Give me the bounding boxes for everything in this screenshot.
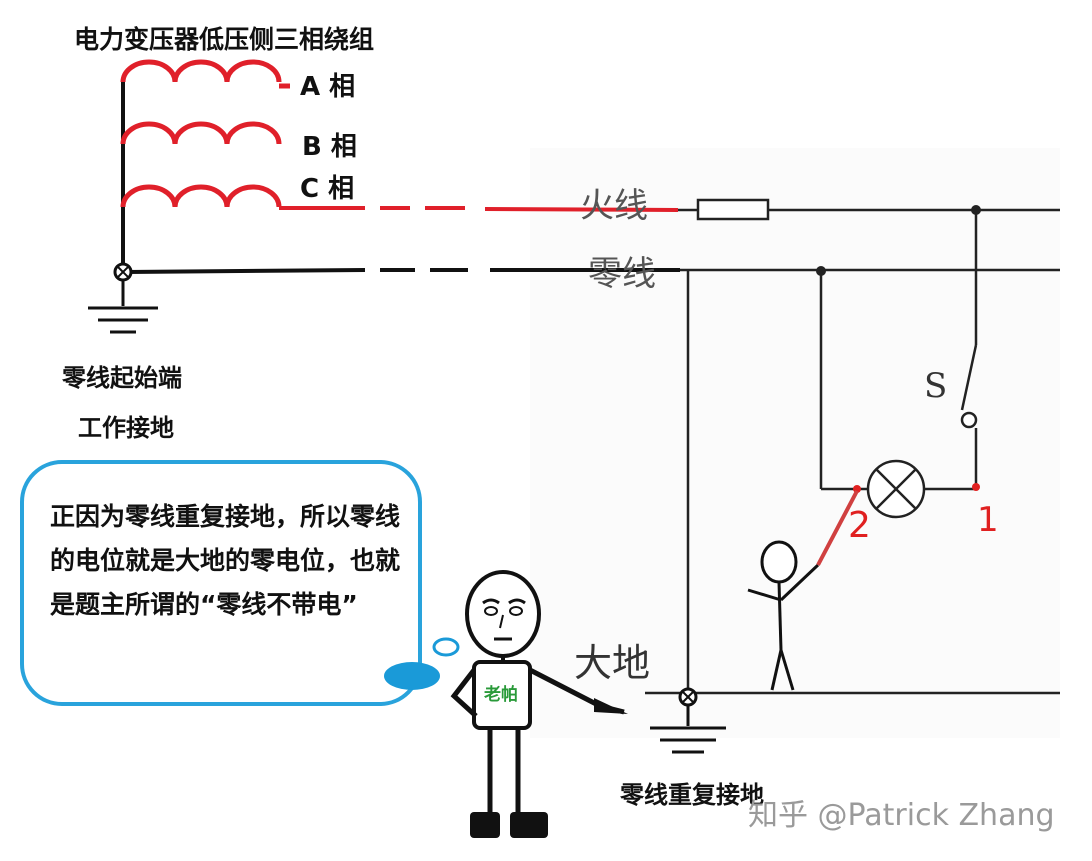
hot-wire-red [279,206,679,212]
point-2-label: 2 [848,505,871,546]
phase-c-label: C 相 [300,174,355,204]
lamp-symbol [866,459,926,519]
diagram-title: 电力变压器低压侧三相绕组 [74,25,375,54]
circuit-background [530,148,1060,738]
switch-label: S [924,366,948,406]
character-laopa [450,570,628,838]
bubble-dot-large [384,662,440,690]
character-badge: 老帕 [484,685,518,705]
watermark: 知乎 @Patrick Zhang [748,798,1055,833]
repeat-ground-label: 零线重复接地 [620,781,764,809]
phase-c-winding [120,184,282,208]
switch-s-symbol [960,344,978,429]
earth-label: 大地 [574,641,651,685]
hot-line-circuit [678,198,1060,221]
hot-wire-label: 火线 [580,186,648,226]
lamp-branch [819,210,978,491]
point-1-dot [972,483,980,491]
work-ground-label: 工作接地 [78,414,174,442]
bubble-dot-small [432,637,460,657]
neutral-wire-label: 零线 [588,254,656,294]
repeat-ground-symbol [650,687,726,754]
phase-a-winding [120,59,290,89]
stick-figure-tester [747,540,820,691]
point-1-label: 1 [977,500,999,540]
work-ground-symbol [88,262,158,334]
speech-bubble-text: 正因为零线重复接地，所以零线的电位就是大地的零电位，也就是题主所谓的“零线不带电… [50,502,401,619]
start-ground-label: 零线起始端 [62,364,182,392]
phase-a-label: A 相 [300,72,356,102]
phase-b-winding [120,121,282,145]
neutral-wire-black [122,268,680,274]
speech-bubble-frame [20,460,422,706]
phase-b-label: B 相 [302,132,357,162]
test-pen [816,490,859,566]
